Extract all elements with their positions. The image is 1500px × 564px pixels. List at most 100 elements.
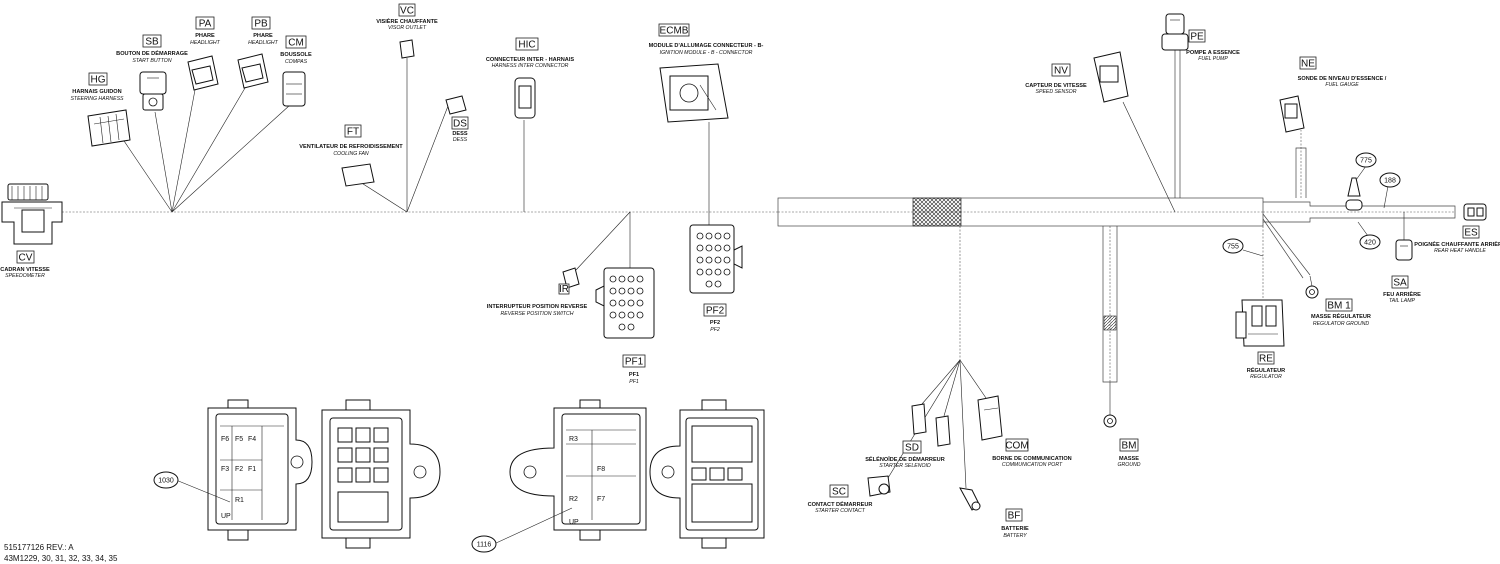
hg-label-fr: HARNAIS GUIDON <box>72 89 121 95</box>
fuse-box-2-cell-r3: R3 <box>569 436 578 443</box>
fuse-box-2 <box>509 399 647 541</box>
fuse-box-1-cell-f4: F4 <box>248 436 256 443</box>
bm1-code: BM 1 <box>1327 301 1351 312</box>
pa-label-en: HEADLIGHT <box>190 40 221 46</box>
cm-label-fr: BOUSSOLE <box>280 52 312 58</box>
ignition-module-connector <box>659 63 729 212</box>
main-harness <box>62 50 1456 415</box>
speed-sensor-connector <box>1093 51 1176 213</box>
pf2-label-en: PF2 <box>710 327 720 333</box>
fuse-box-1-cell-f6: F6 <box>221 436 229 443</box>
fuse-box-1-cell-f2: F2 <box>235 466 243 473</box>
pf1-code: PF1 <box>625 357 644 368</box>
bf-code: BF <box>1008 511 1021 522</box>
bm-code: BM <box>1122 441 1137 452</box>
fuse-box-1-cell-f3: F3 <box>221 466 229 473</box>
com-label-en: COMMUNICATION PORT <box>1002 462 1063 468</box>
ir-label-en: REVERSE POSITION SWITCH <box>501 311 574 317</box>
hic-label-fr: CONNECTEUR INTER - HARNAIS <box>486 57 575 63</box>
callout-420: 420 <box>1357 221 1381 250</box>
pe-label-en: FUEL PUMP <box>1198 56 1228 62</box>
bm1-label-en: REGULATOR GROUND <box>1313 321 1370 327</box>
vc-label-fr: VISIÈRE CHAUFFANTE <box>376 17 438 25</box>
ds-label-fr: DESS <box>452 131 468 137</box>
ds-code: DS <box>453 119 467 130</box>
speedometer-connector <box>1 183 63 245</box>
sa-code: SA <box>1393 278 1407 289</box>
fuse-box-1-cell-f1: F1 <box>248 466 256 473</box>
callout-775: 775 <box>1355 152 1377 181</box>
ecmb-code: ECMB <box>660 26 689 37</box>
headlight-a-connector <box>187 55 219 91</box>
svg-text:755: 755 <box>1227 244 1239 251</box>
fuse-box-1-cell-up: UP <box>221 513 231 520</box>
nv-label-en: SPEED SENSOR <box>1036 89 1077 95</box>
regulator-ground-ring <box>1305 275 1319 299</box>
vc-code: VC <box>400 6 414 17</box>
fuse-box-2-back <box>649 399 765 549</box>
pb-label-en: HEADLIGHT <box>248 40 279 46</box>
vc-label-en: VISOR OUTLET <box>388 25 427 31</box>
sb-label-en: START BUTTON <box>132 58 171 64</box>
fuse-box-2-cell-f8: F8 <box>597 466 605 473</box>
fuel-pump-connector <box>1161 13 1189 51</box>
fuse-box-1-cell-r1: R1 <box>235 497 244 504</box>
pf2-connector <box>689 224 743 294</box>
re-code: RE <box>1259 354 1273 365</box>
harness-inter-connector <box>514 77 536 212</box>
sc-code: SC <box>832 487 846 498</box>
sd-label-en: STARTER SELENOID <box>879 463 931 469</box>
headlight-b-connector <box>237 53 269 89</box>
es-code: ES <box>1464 228 1478 239</box>
pe-code: PE <box>1190 32 1204 43</box>
ne-label-fr: SONDE DE NIVEAU D'ESSENCE / <box>1298 76 1387 82</box>
ir-label-fr: INTERRUPTEUR POSITION REVERSE <box>487 304 588 310</box>
hg-code: HG <box>91 75 106 86</box>
sc-label-fr: CONTACT DÉMARREUR <box>808 500 873 508</box>
sd-label-fr: SÉLÉNOÏDE DE DÉMARREUR <box>865 455 945 463</box>
svg-text:775: 775 <box>1360 158 1372 165</box>
cv-label-en: SPEEDOMETER <box>5 273 45 279</box>
ft-label-fr: VENTILATEUR DE REFROIDISSEMENT <box>299 144 403 150</box>
com-code: COM <box>1005 441 1028 452</box>
ir-code: IR <box>559 284 569 295</box>
nv-label-fr: CAPTEUR DE VITESSE <box>1025 83 1087 89</box>
fuel-gauge-connector <box>1279 95 1305 133</box>
sa-label-en: TAIL LAMP <box>1389 298 1416 304</box>
compass-connector <box>282 71 306 107</box>
pf-branch <box>562 211 710 289</box>
bf-label-en: BATTERY <box>1003 533 1027 539</box>
pf1-connector <box>595 267 655 339</box>
bf-label-fr: BATTERIE <box>1001 526 1029 532</box>
cm-label-en: COMPAS <box>285 59 308 65</box>
pa-code: PA <box>199 19 212 30</box>
re-label-fr: RÉGULATEUR <box>1247 366 1285 374</box>
cm-code: CM <box>288 38 304 49</box>
sc-label-en: STARTER CONTACT <box>815 508 866 514</box>
bm1-label-fr: MASSE RÉGULATEUR <box>1311 312 1371 320</box>
svg-text:420: 420 <box>1364 240 1376 247</box>
hic-label-en: HARNESS INTER CONNECTOR <box>492 63 569 69</box>
cv-label-fr: CADRAN VITESSE <box>0 267 50 273</box>
left-connector-leaders <box>119 87 291 213</box>
sb-label-fr: BOUTON DE DÉMARRAGE <box>116 49 188 57</box>
ecmb-label-fr: MODULE D'ALLUMAGE CONNECTEUR - B- <box>649 43 764 49</box>
footer-part-number: 515177126 REV.: A <box>4 543 74 552</box>
com-label-fr: BORNE DE COMMUNICATION <box>992 456 1071 462</box>
callout-188: 188 <box>1379 172 1401 209</box>
nv-code: NV <box>1054 66 1068 77</box>
pf2-label-fr: PF2 <box>710 320 720 326</box>
svg-text:1030: 1030 <box>158 478 174 485</box>
start-button-connector <box>139 71 167 111</box>
ecmb-label-en: IGNITION MODULE - B - CONNECTOR <box>660 50 753 56</box>
ft-code: FT <box>347 127 359 138</box>
callout-1030: 1030 <box>153 471 231 503</box>
visor-branch <box>341 39 467 213</box>
bm-label-en: GROUND <box>1117 462 1140 468</box>
ft-label-en: COOLING FAN <box>333 151 369 157</box>
hg-label-en: STEERING HARNESS <box>70 96 124 102</box>
svg-text:1116: 1116 <box>477 542 492 549</box>
footer-model-list: 43M1229, 30, 31, 32, 33, 34, 35 <box>4 554 118 563</box>
ground-ring <box>1103 414 1117 428</box>
